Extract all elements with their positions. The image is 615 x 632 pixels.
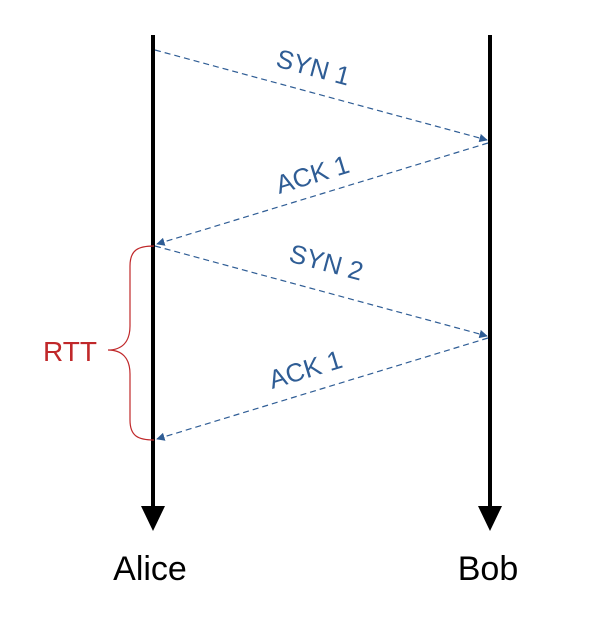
message-label-syn-1: SYN 1 [273,43,353,91]
message-arrow-syn-2 [154,245,488,339]
alice-lifeline-arrowhead [141,506,165,531]
message-arrow-ack-1-first [156,142,489,246]
message-label-syn-2: SYN 2 [286,238,366,286]
rtt-brace [107,245,155,441]
message-label-ack-1-second: ACK 1 [265,344,346,395]
actor-label-alice: Alice [113,550,187,588]
actor-label-bob: Bob [458,550,519,588]
message-arrow-ack-1-second [156,337,489,441]
bob-lifeline-arrowhead [478,506,502,531]
rtt-label: RTT [43,336,97,367]
message-label-ack-1-first: ACK 1 [272,149,353,200]
message-arrow-syn-1 [154,49,488,143]
alice-lifeline [141,35,165,531]
bob-lifeline [478,35,502,531]
